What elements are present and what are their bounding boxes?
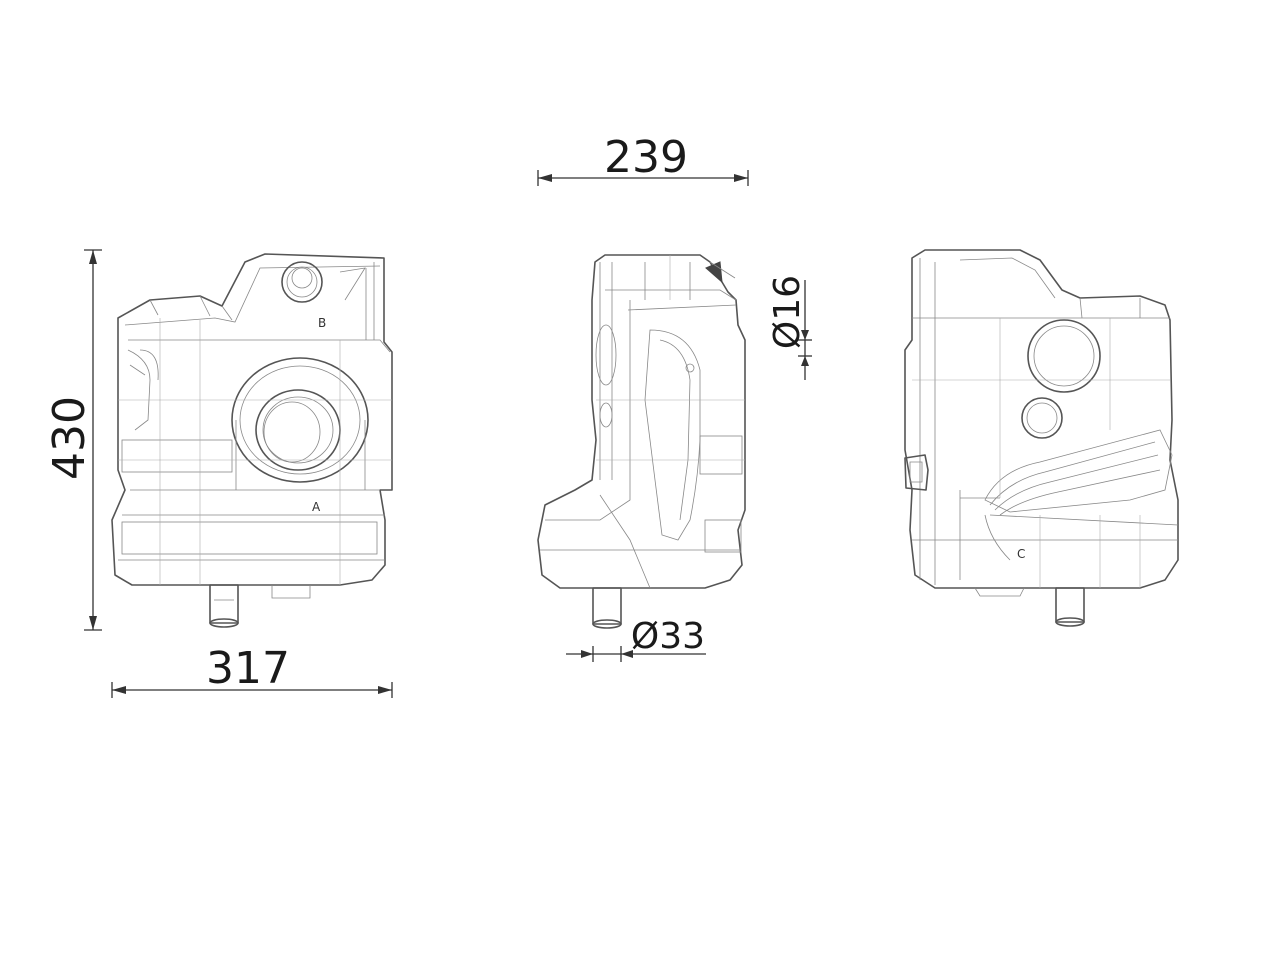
width-label: 317 — [206, 643, 290, 694]
depth-dimension: 239 — [537, 132, 749, 186]
side-view — [537, 254, 746, 629]
marker-c: C — [1017, 547, 1025, 561]
width-dimension: 317 — [111, 643, 393, 698]
rear-view: C — [904, 249, 1179, 627]
small-pipe-diameter-label: Ø16 — [767, 275, 808, 349]
depth-label: 239 — [604, 132, 688, 183]
marker-a: A — [312, 500, 321, 514]
front-view: A B — [111, 253, 393, 628]
small-pipe-diameter-dimension: Ø16 — [767, 275, 812, 380]
height-label: 430 — [44, 396, 95, 480]
large-pipe-diameter-label: Ø33 — [631, 616, 705, 657]
height-dimension: 430 — [44, 249, 102, 631]
marker-b: B — [318, 316, 326, 330]
large-pipe-diameter-dimension: Ø33 — [566, 616, 706, 662]
